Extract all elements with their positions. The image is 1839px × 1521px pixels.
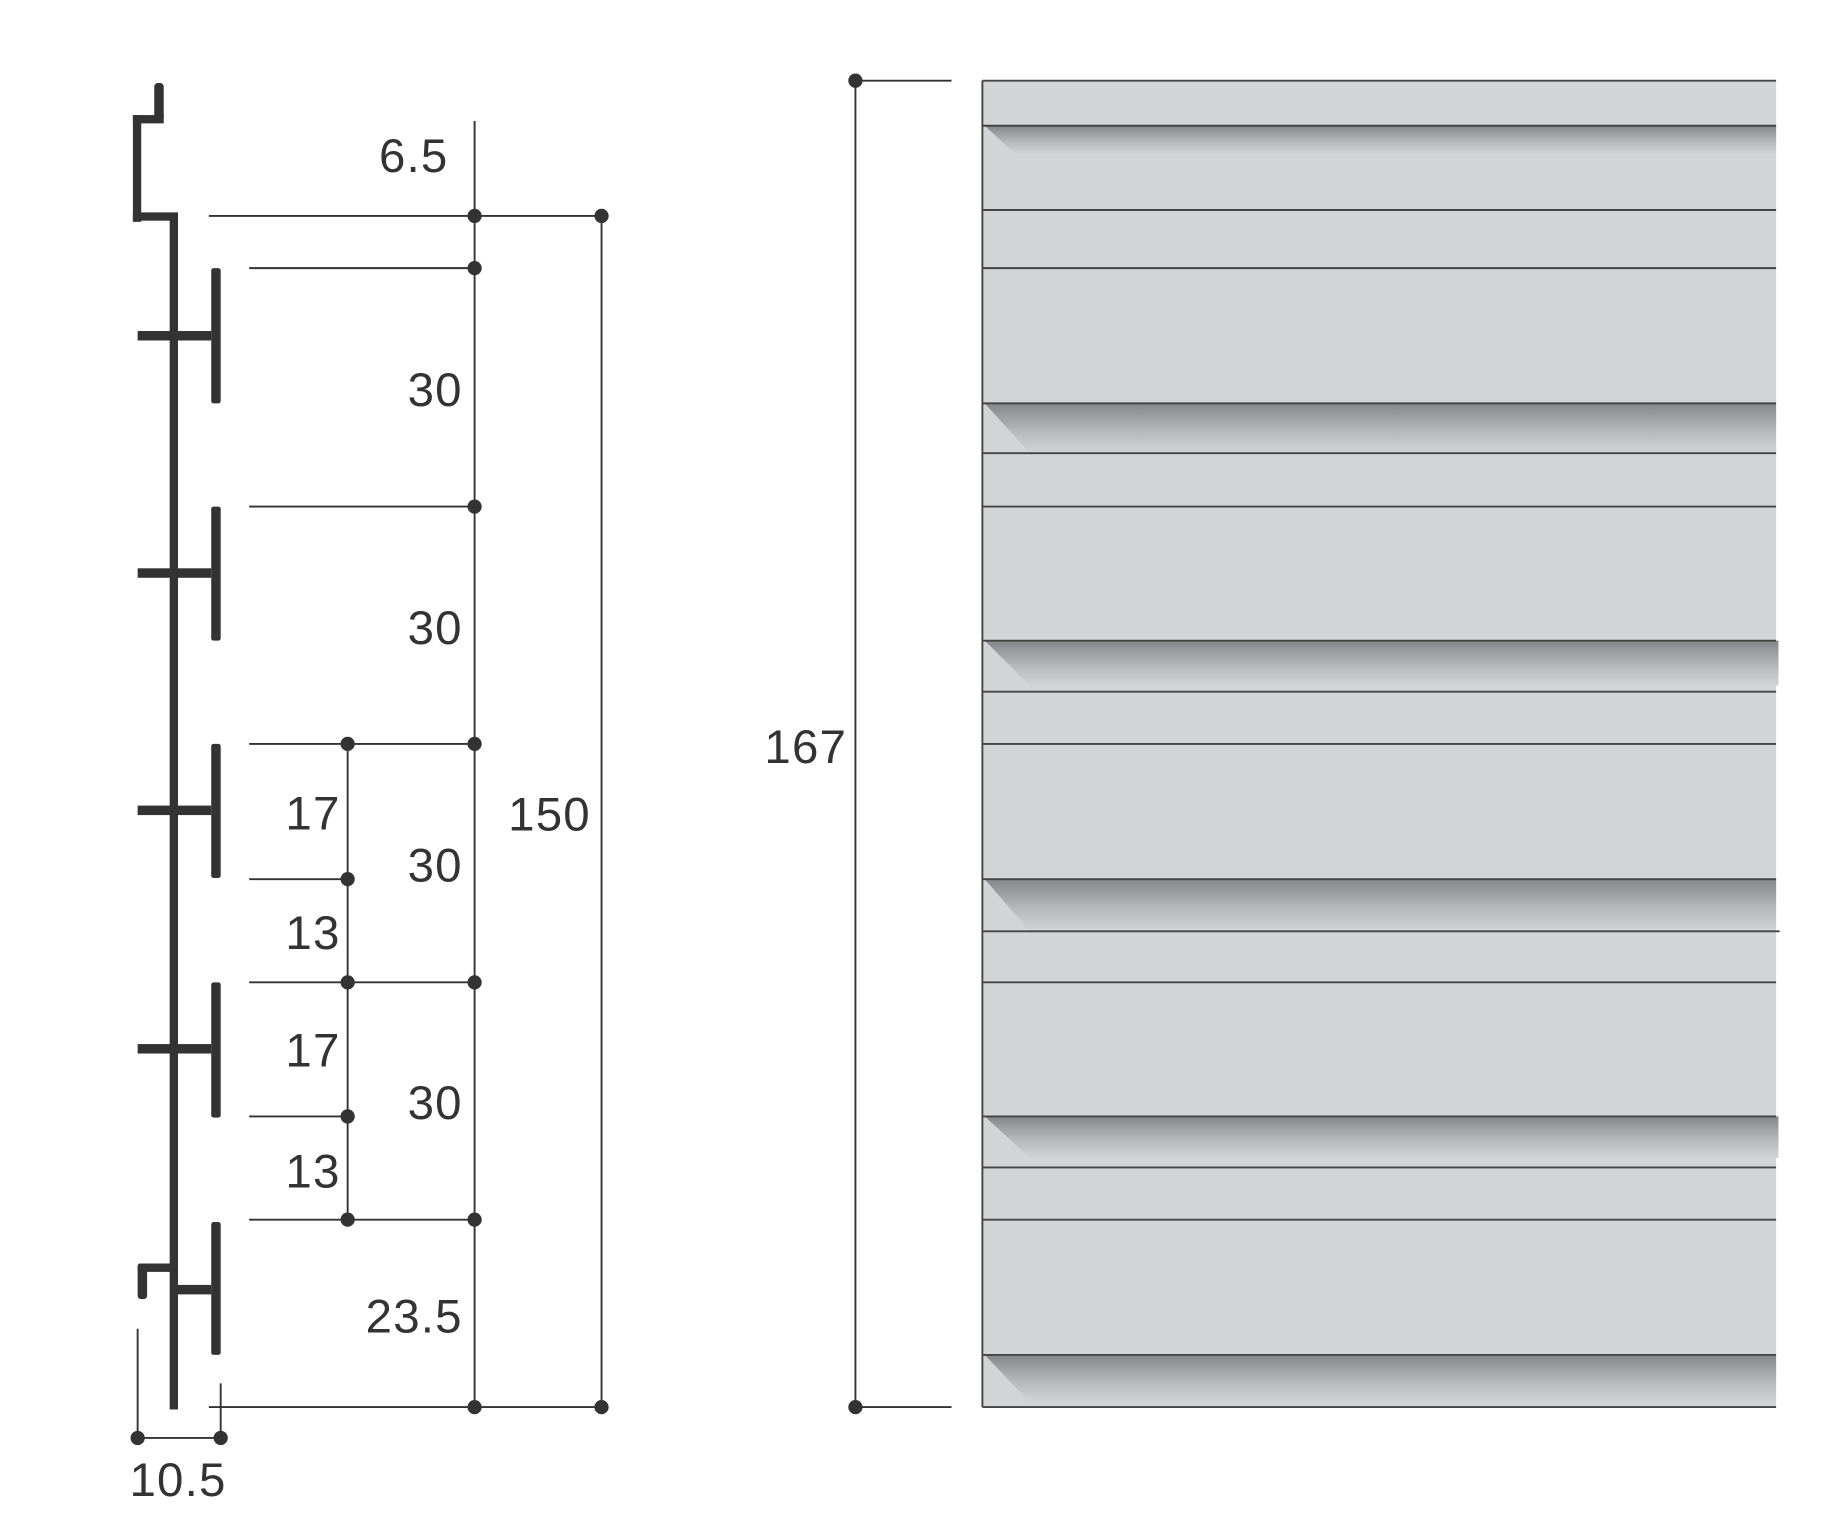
profile-dimension-labels: 6.5 30 30 30 30 23.5 17 13 17 13 150 10.… <box>129 130 591 1507</box>
dim-depth: 10.5 <box>129 1454 226 1507</box>
bottom-flange-hook <box>137 1222 221 1355</box>
dim-pitch-1: 30 <box>408 364 463 417</box>
top-hook <box>132 83 178 222</box>
dim-sub-17a: 17 <box>285 787 340 840</box>
cross-section-profile <box>132 83 221 1410</box>
dim-sub-13b: 13 <box>285 1146 340 1199</box>
dim-top-offset: 6.5 <box>379 130 449 183</box>
dim-pitch-2: 30 <box>408 602 463 655</box>
t-flange-4 <box>137 982 221 1118</box>
dim-bottom: 23.5 <box>366 1290 463 1343</box>
panel-height-dimension: 167 <box>764 73 952 1415</box>
dimension-dots <box>130 208 609 1446</box>
dim-pitch-4: 30 <box>408 1077 463 1130</box>
dim-sub-13a: 13 <box>285 907 340 960</box>
dim-sub-17b: 17 <box>285 1025 340 1078</box>
t-flange-3 <box>137 743 221 878</box>
dim-total-height: 150 <box>508 788 591 841</box>
t-flange-2 <box>137 506 221 641</box>
dim-overall-height: 167 <box>764 721 847 774</box>
panel-elevation: 167 <box>764 73 1780 1415</box>
t-flange-1 <box>137 268 221 404</box>
groove-shadows <box>984 125 1779 1403</box>
profile-dimension-lines <box>130 121 609 1446</box>
panel-lines <box>981 79 1780 1409</box>
dim-pitch-3: 30 <box>408 840 463 893</box>
